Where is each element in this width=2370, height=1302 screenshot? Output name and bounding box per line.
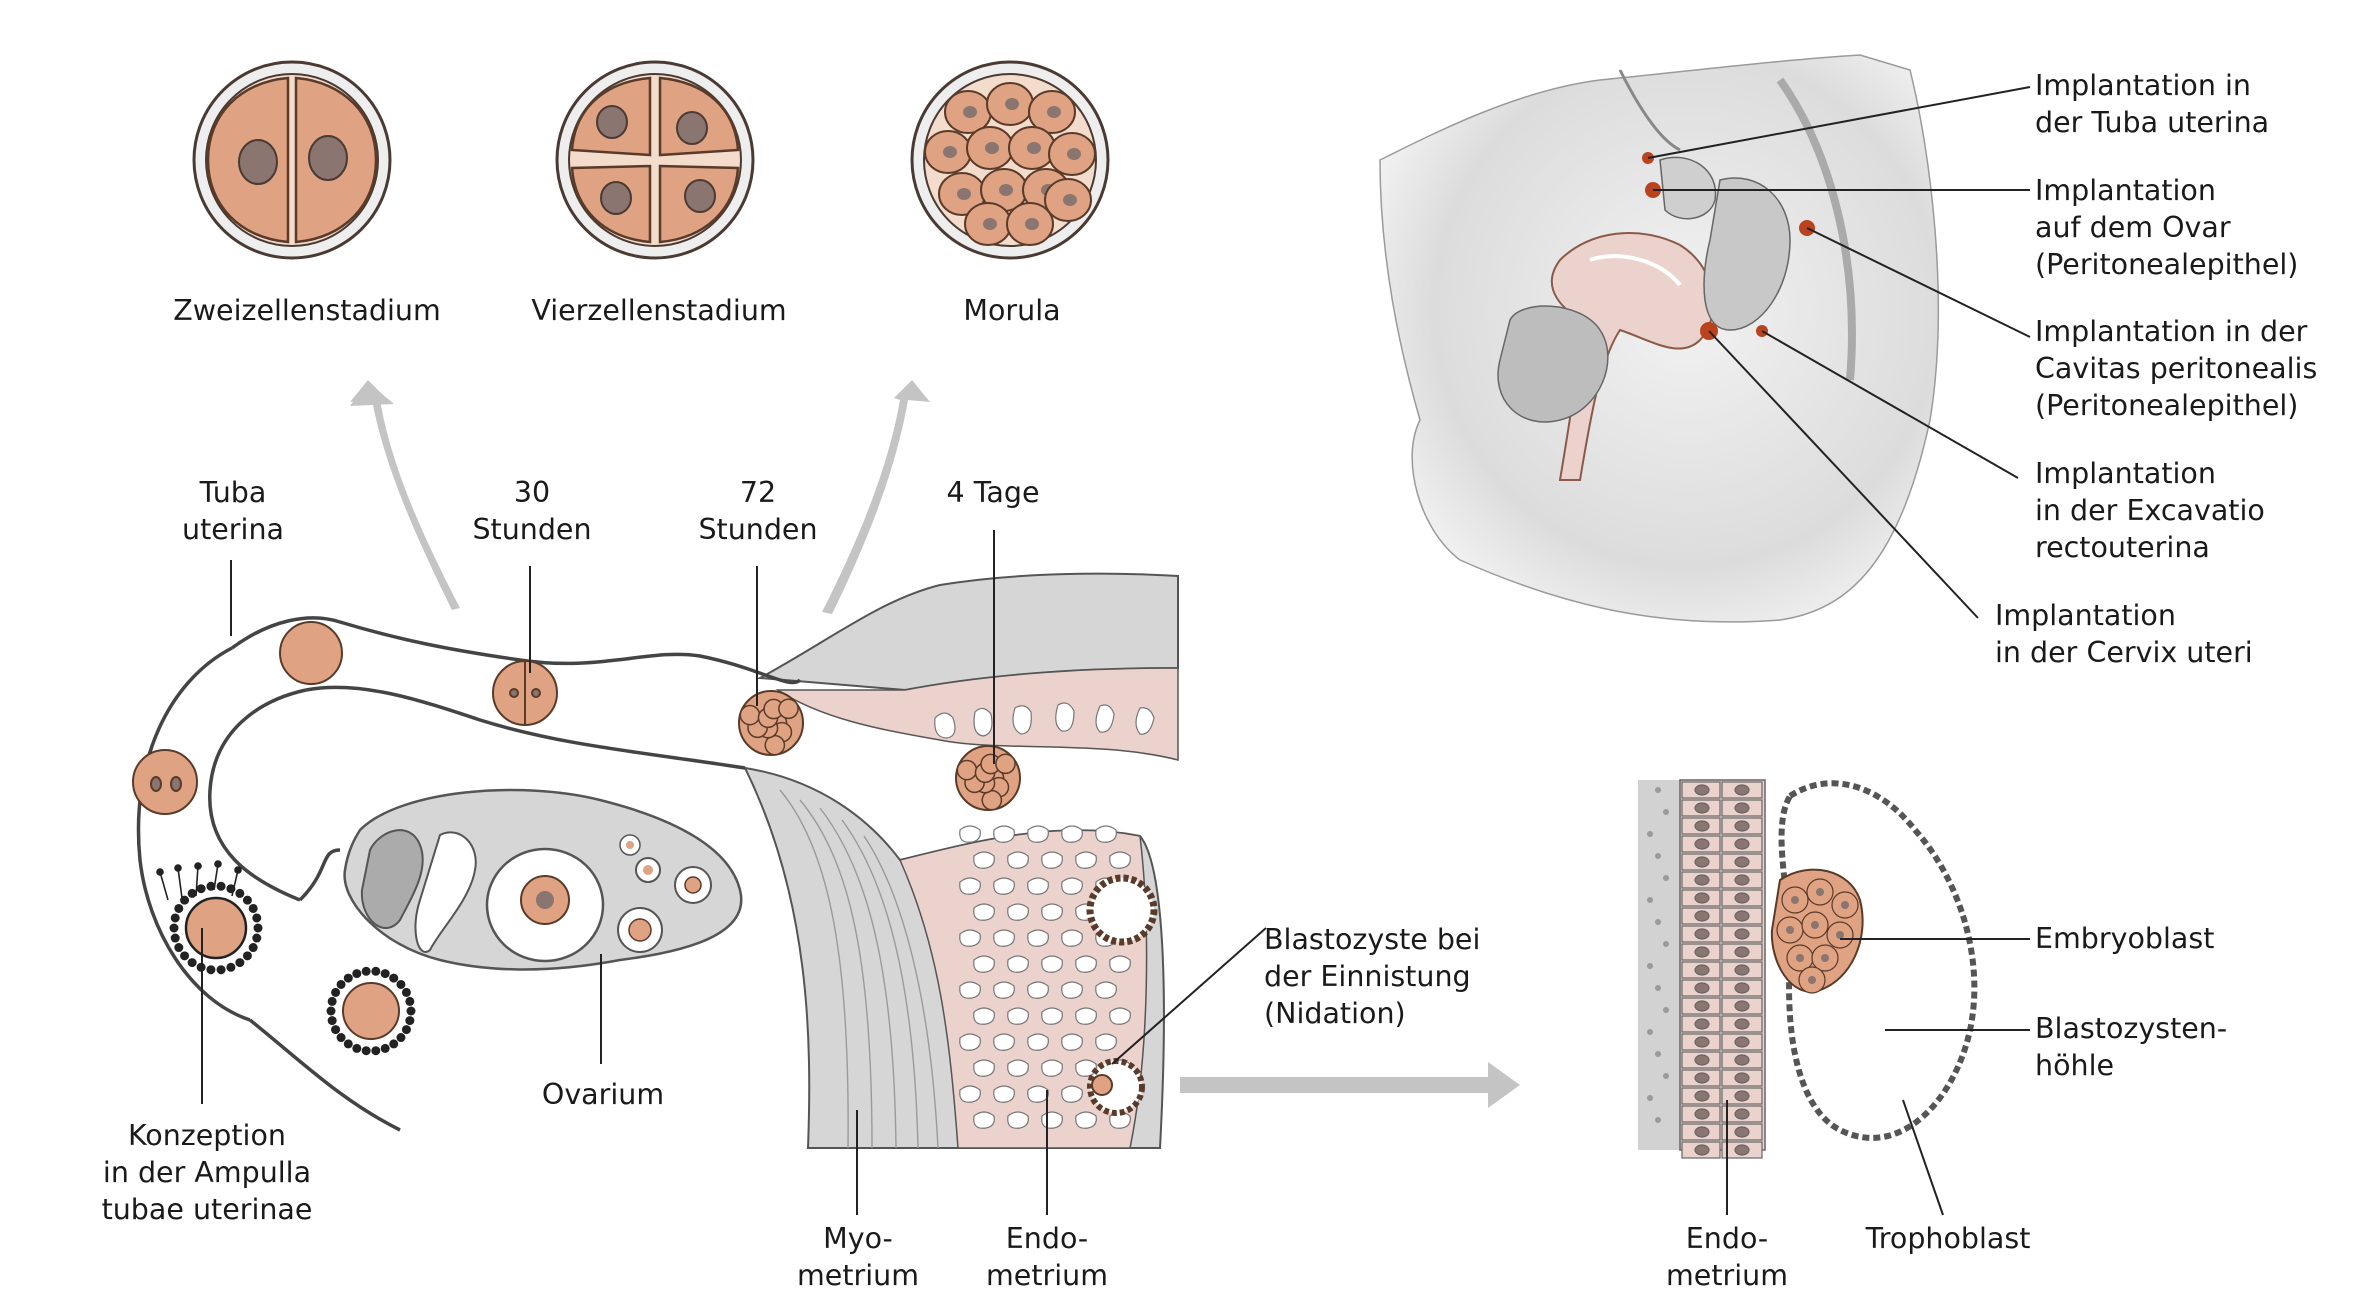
label-embryoblast: Embryoblast <box>2035 922 2215 955</box>
label-72-hours: 72 Stunden <box>698 476 818 546</box>
four-cell-stage-icon <box>555 60 755 260</box>
label-endometrium: Endo- metrium <box>986 1222 1108 1292</box>
ovarium <box>343 788 743 971</box>
label-ectopic-cervix: Implantation in der Cervix uteri <box>1995 599 2253 669</box>
label-detail-endometrium: Endo- metrium <box>1666 1222 1788 1292</box>
corona-dots <box>169 881 416 1056</box>
label-4-days: 4 Tage <box>946 476 1040 509</box>
sperm-icons <box>156 860 242 901</box>
label-conception: Konzeption in der Ampulla tubae uterinae <box>101 1119 313 1226</box>
label-myometrium: Myo- metrium <box>797 1222 919 1292</box>
stage-label-morula: Morula <box>963 294 1061 327</box>
implantation-detail <box>1638 779 1978 1159</box>
tube-embryos <box>132 621 1021 1040</box>
tuba-uterina <box>136 616 802 1132</box>
leader-lines <box>201 86 2031 1216</box>
label-ectopic-ovary: Implantation auf dem Ovar (Peritonealepi… <box>2035 174 2299 281</box>
stage-label-two-cell: Zweizellenstadium <box>173 294 441 327</box>
label-blastocyst-cavity: Blastozysten- höhle <box>2035 1012 2228 1082</box>
label-tuba-uterina: Tuba uterina <box>182 476 284 546</box>
pelvis-section <box>1379 54 1939 623</box>
label-ectopic-tube: Implantation in der Tuba uterina <box>2035 69 2270 139</box>
arrow-to-two-cell <box>350 380 460 610</box>
two-cell-stage-icon <box>192 60 392 260</box>
label-ectopic-excavatio: Implantation in der Excavatio rectouteri… <box>2035 457 2265 564</box>
label-30-hours: 30 Stunden <box>472 476 592 546</box>
arrow-to-detail <box>1180 1062 1520 1108</box>
arrow-to-morula <box>822 380 930 614</box>
morula-icon <box>910 60 1110 260</box>
label-ovarium: Ovarium <box>541 1078 665 1111</box>
label-ectopic-peritoneal: Implantation in der Cavitas peritonealis… <box>2035 315 2318 422</box>
label-blastocyst-nidation: Blastozyste bei der Einnistung (Nidation… <box>1264 923 1481 1030</box>
label-trophoblast: Trophoblast <box>1865 1222 2031 1255</box>
uterus-section <box>743 572 1179 1149</box>
stage-label-four-cell: Vierzellenstadium <box>531 294 787 327</box>
